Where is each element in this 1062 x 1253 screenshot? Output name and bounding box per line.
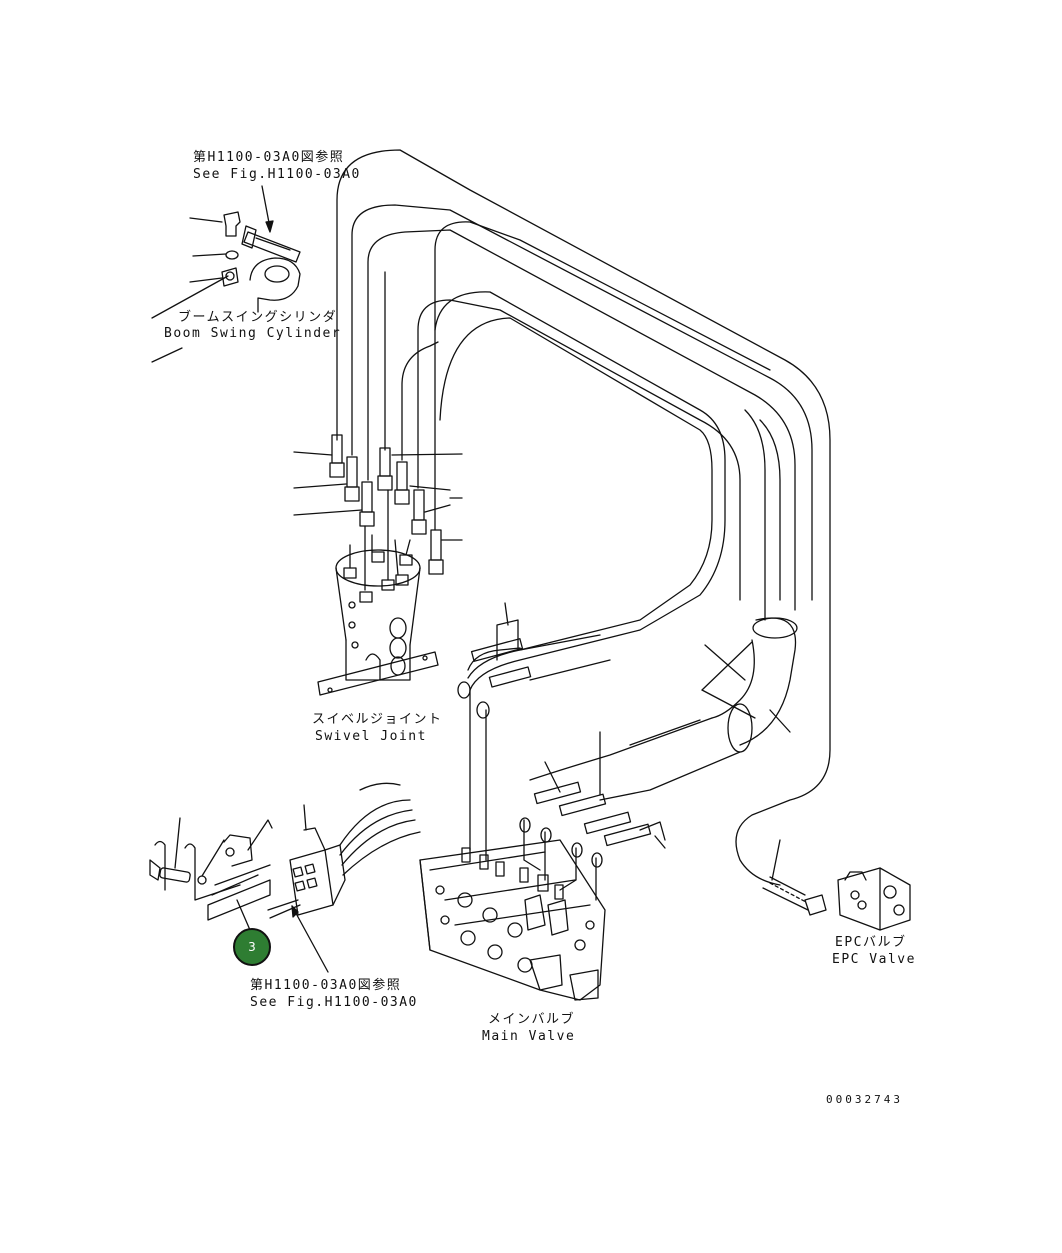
swivel-joint-jp: スイベルジョイント bbox=[312, 712, 443, 727]
swivel-joint-en: Swivel Joint bbox=[315, 729, 427, 744]
hose-elbow bbox=[529, 617, 798, 801]
ref-top-en: See Fig.H1100-03A0 bbox=[193, 167, 361, 182]
main-valve-jp: メインバルブ bbox=[488, 1012, 576, 1027]
boom-swing-cylinder-en: Boom Swing Cylinder bbox=[164, 326, 342, 341]
boom-swing-cylinder bbox=[151, 211, 301, 363]
epc-valve-en: EPC Valve bbox=[832, 952, 916, 967]
main-valve-en: Main Valve bbox=[482, 1029, 576, 1044]
swivel-joint bbox=[317, 489, 439, 696]
hose-bundle bbox=[336, 149, 831, 886]
leader-lines-swivel bbox=[293, 451, 463, 541]
main-valve bbox=[419, 839, 606, 1001]
bracket-assembly bbox=[149, 817, 273, 931]
part-callout-3[interactable]: 3 bbox=[233, 928, 271, 966]
ref-bottom-jp: 第H1100-03A0図参照 bbox=[250, 978, 402, 993]
connector bbox=[267, 782, 421, 919]
ref-top-jp: 第H1100-03A0図参照 bbox=[193, 150, 345, 165]
arrow-ref-bottom bbox=[291, 905, 329, 973]
boom-swing-cylinder-jp: ブームスイングシリンダ bbox=[178, 310, 338, 325]
arrow-ref-top bbox=[261, 185, 274, 233]
hose-fittings bbox=[329, 434, 444, 575]
pilot-hoses bbox=[457, 602, 611, 861]
epc-valve-jp: EPCバルブ bbox=[835, 935, 907, 950]
epc-valve bbox=[762, 839, 911, 931]
drawing-number: 00032743 bbox=[826, 1093, 903, 1106]
ref-bottom-en: See Fig.H1100-03A0 bbox=[250, 995, 418, 1010]
valve-hoses bbox=[519, 731, 666, 901]
